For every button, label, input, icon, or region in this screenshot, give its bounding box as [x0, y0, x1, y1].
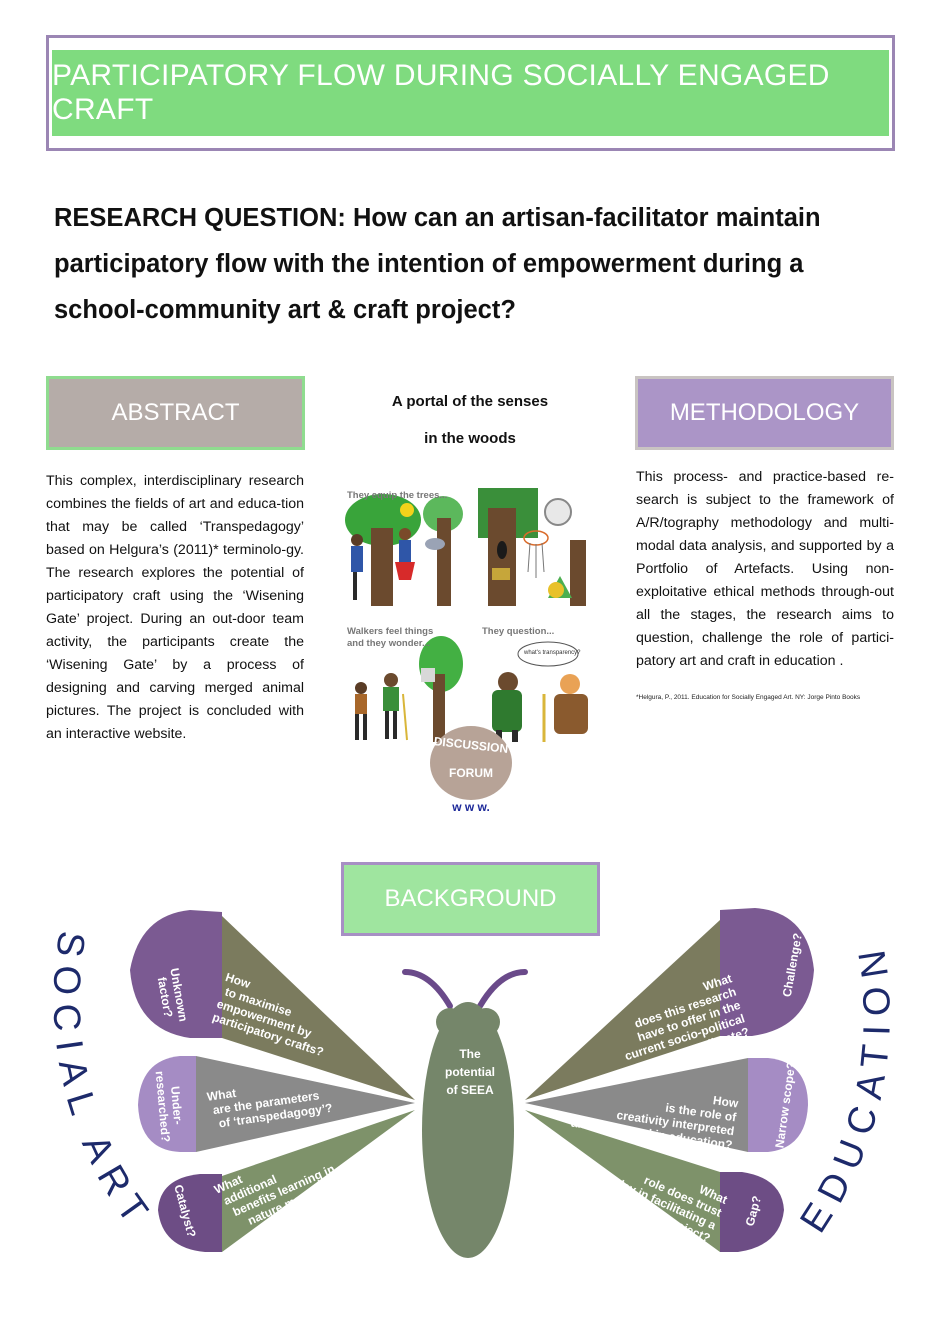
forum-badge-line-1: DISCUSSION: [433, 734, 509, 756]
speech-bubble-text: what's transparency?: [524, 650, 581, 656]
right-antenna: [477, 969, 528, 1009]
panel-illustration-walkers: [355, 636, 463, 742]
comic-panel-question: They question... what's transparency?: [478, 624, 598, 742]
research-question-line-2: participatory flow with the intention of…: [54, 250, 804, 278]
right-tab-narrow-scope: [748, 1058, 808, 1152]
title-banner: PARTICIPATORY FLOW DURING SOCIALLY ENGAG…: [46, 35, 895, 151]
panel-caption-equip: They equip the trees...: [347, 490, 448, 501]
panel-caption-walkers-2: and they wonder...: [347, 638, 430, 649]
research-question-line-1: RESEARCH QUESTION: How can an artisan-fa…: [54, 204, 821, 232]
portal-caption-line-2: in the woods: [424, 430, 516, 447]
body-label-line-2: potential: [445, 1065, 495, 1079]
research-question: RESEARCH QUESTION: How can an artisan-fa…: [54, 195, 899, 333]
left-wedge-empowerment: [222, 916, 415, 1100]
body-label-line-1: The: [459, 1047, 481, 1061]
comic-panel-walkers: Walkers feel things and they wonder...: [343, 624, 463, 742]
panel-illustration-decorations: [478, 488, 586, 606]
title-band: PARTICIPATORY FLOW DURING SOCIALLY ENGAG…: [52, 48, 889, 138]
butterfly-body: [422, 1002, 514, 1258]
left-tab-catalyst: [158, 1174, 222, 1252]
right-wedge-socio-political: [525, 920, 720, 1100]
abstract-heading: ABSTRACT: [46, 376, 305, 450]
poster-title: PARTICIPATORY FLOW DURING SOCIALLY ENGAG…: [52, 59, 830, 126]
left-tab-unknown-factor: [130, 910, 222, 1038]
butterfly-body-label: The potential of SEEA: [432, 1045, 508, 1099]
methodology-text: This process- and practice-based re-sear…: [636, 469, 894, 669]
panel-illustration-equip: [345, 494, 463, 606]
methodology-heading: METHODOLOGY: [635, 376, 894, 450]
comic-panel-equip-trees: They equip the trees...: [343, 488, 463, 606]
panel-caption-walkers-1: Walkers feel things: [347, 626, 434, 637]
forum-badge-line-2: FORUM: [449, 766, 493, 780]
right-tab-gap: [720, 1172, 784, 1252]
background-heading: BACKGROUND: [341, 862, 600, 936]
comic-panel-decorated-tree: [478, 488, 598, 606]
portal-caption-line-1: A portal of the senses: [391, 393, 549, 410]
panel-caption-question: They question...: [482, 626, 555, 637]
discussion-forum-badge: DISCUSSION FORUM: [430, 726, 512, 800]
left-wedge-transpedagogy: [196, 1056, 415, 1152]
right-tab-challenge: [720, 908, 814, 1036]
butterfly-diagram: SOCIAL ART EDUCATION: [44, 908, 889, 1258]
portal-caption: A portal of the senses in the woods: [350, 383, 590, 457]
footnote: *Helgura, P., 2011. Education for Social…: [636, 694, 861, 701]
right-wedge-creativity: [525, 1058, 748, 1152]
left-wedge-nature: [222, 1110, 415, 1252]
abstract-text: This complex, interdisciplinary research…: [46, 473, 304, 742]
left-antenna: [402, 969, 453, 1009]
research-question-line-3: school-community art & craft project?: [54, 296, 516, 324]
body-label-line-3: of SEEA: [446, 1083, 494, 1097]
right-wedge-trust: [525, 1110, 720, 1252]
left-tab-under-researched: [138, 1056, 196, 1152]
forum-www: w w w.: [452, 800, 490, 814]
panel-illustration-question: [492, 641, 588, 742]
